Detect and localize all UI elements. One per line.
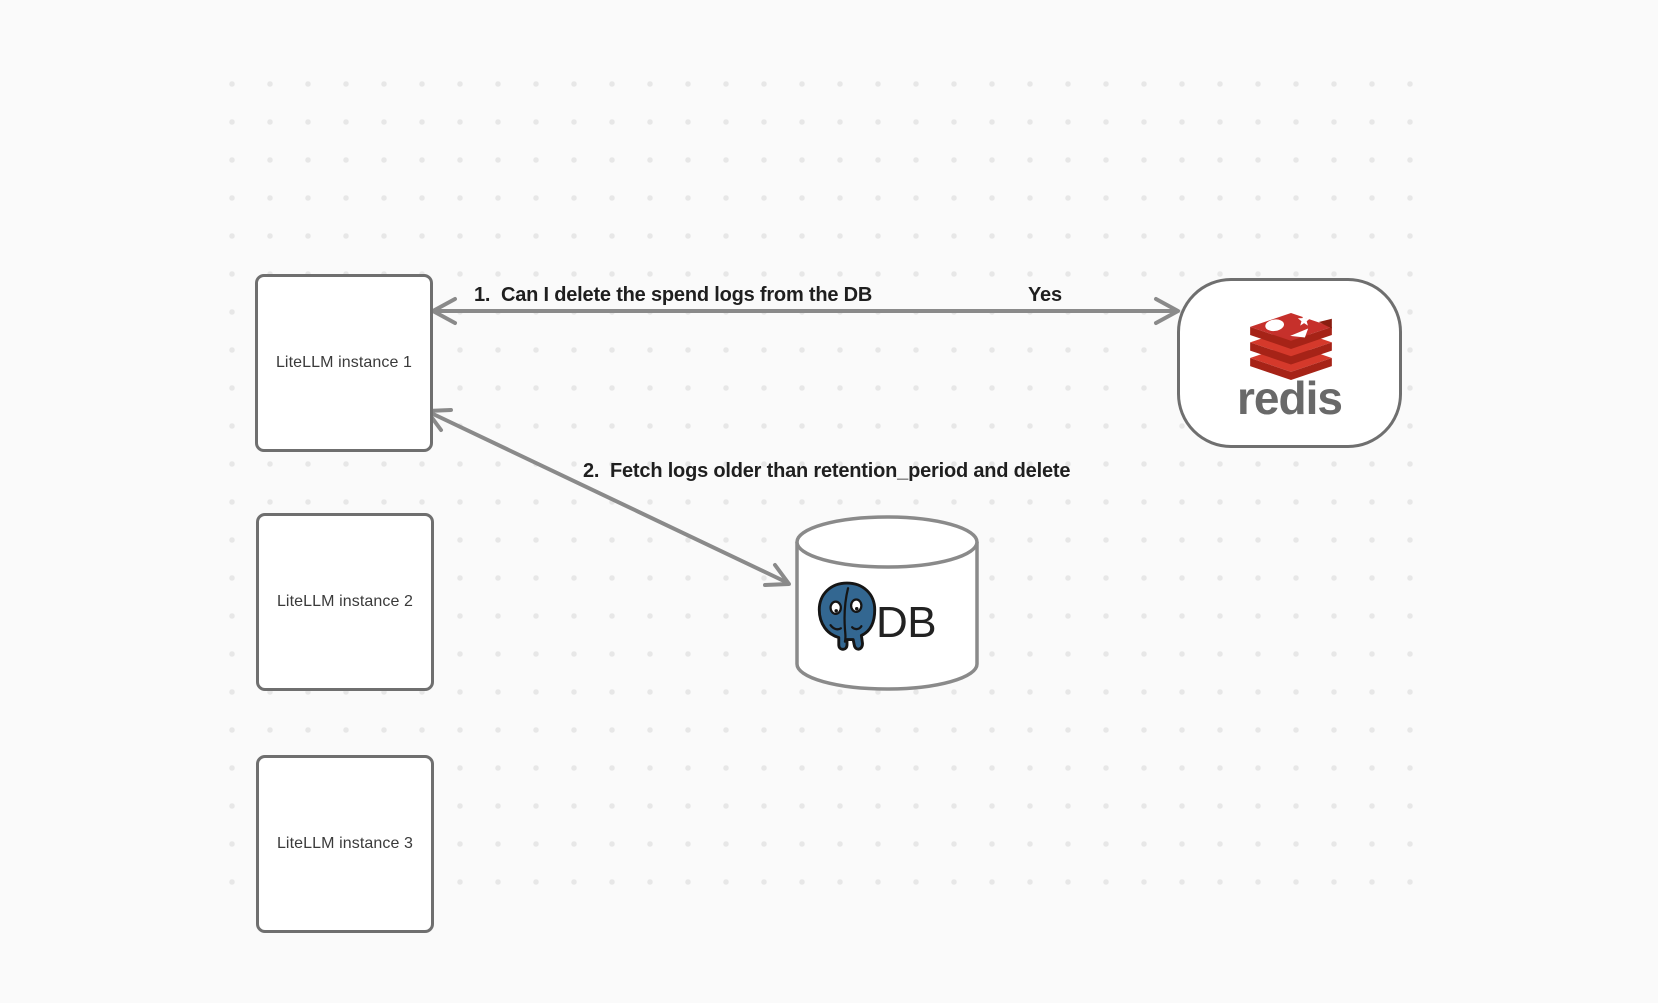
redis-stack-icon	[1250, 313, 1332, 380]
edge2-fetch-label: 2. Fetch logs older than retention_perio…	[583, 460, 1071, 482]
edge1-question-label: 1. Can I delete the spend logs from the …	[474, 284, 873, 306]
postgresql-elephant-icon	[817, 581, 877, 651]
database-label: DB	[876, 598, 937, 647]
node-database-cylinder[interactable]	[793, 514, 981, 692]
arrow-litellm1-db[interactable]	[425, 408, 791, 587]
node-litellm-instance-3[interactable]: LiteLLM instance 3	[256, 755, 434, 933]
node-label: LiteLLM instance 3	[276, 835, 414, 852]
node-label: LiteLLM instance 1	[275, 354, 413, 371]
redis-wordmark: redis	[1237, 372, 1343, 424]
node-litellm-instance-1[interactable]: LiteLLM instance 1	[255, 274, 433, 452]
node-litellm-instance-2[interactable]: LiteLLM instance 2	[256, 513, 434, 691]
node-label: LiteLLM instance 2	[276, 593, 414, 610]
node-redis[interactable]: redis	[1177, 278, 1402, 448]
edge1-reply-label: Yes	[1028, 284, 1062, 306]
